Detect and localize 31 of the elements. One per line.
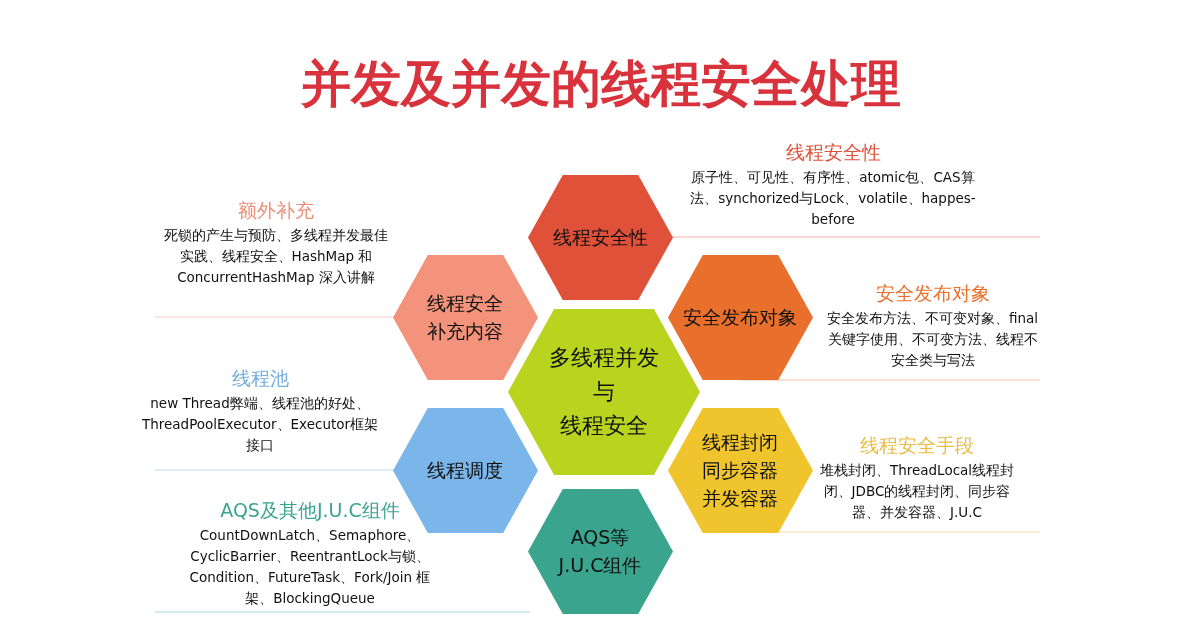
hexagon-label: 安全发布对象 — [683, 305, 797, 330]
hexagon — [392, 254, 538, 380]
topic-heading: 线程安全性 — [784, 140, 882, 164]
hexagon-label: 线程安全 — [427, 291, 503, 316]
hexagon — [667, 254, 813, 380]
topic-heading: AQS及其他J.U.C组件 — [219, 498, 401, 522]
hexagon-label: 线程调度 — [427, 458, 503, 483]
title: 并发及并发的线程安全处理 — [299, 54, 902, 115]
hexagon-label: 同步容器 — [702, 458, 778, 483]
hexagon-label: 多线程并发 — [549, 344, 659, 372]
topic-heading: 安全发布对象 — [874, 281, 991, 305]
hexagon — [667, 407, 813, 533]
topic-heading: 线程安全手段 — [859, 433, 975, 457]
hexagon — [527, 488, 673, 614]
topic-description: 堆栈封闭、ThreadLocal线程封闭、JDBC的线程封闭、同步容器、并发容器、J.U.C — [818, 461, 1016, 522]
hexagon-label: 与 — [593, 378, 615, 406]
hexagon-label: J.U.C组件 — [558, 553, 642, 578]
topic-description: 死锁的产生与预防、多线程并发最佳实践、线程安全、HashMap 和 ConcurrentHashMap 深入讲解 — [163, 226, 389, 287]
topic-description: CountDownLatch、Semaphore、CyclicBarrier、ReentrantLock与锁、Condition、FutureTask、Fork/Join 框架、BlockingQueue — [188, 526, 432, 608]
hexagon-label: AQS等 — [570, 525, 630, 550]
hexagon-label: 线程安全性 — [552, 225, 648, 250]
topic-heading: 额外补充 — [237, 198, 315, 222]
topic-description: 原子性、可见性、有序性、atomic包、CAS算法、synchorized与Lock、volatile、happes-before — [689, 168, 977, 229]
hexagon-label: 并发容器 — [702, 486, 778, 511]
topic-heading: 线程池 — [230, 366, 290, 390]
hexagon — [527, 174, 673, 300]
hexagon-label: 线程安全 — [560, 412, 648, 440]
topic-description: 安全发布方法、不可变对象、final关键字使用、不可变方法、线程不安全类与写法 — [825, 309, 1040, 370]
topic-description: new Thread弊端、线程池的好处、ThreadPoolExecutor、Executor框架接口 — [140, 394, 380, 455]
hexagon-label: 线程封闭 — [702, 430, 778, 455]
hexagon-label: 补充内容 — [427, 319, 503, 344]
